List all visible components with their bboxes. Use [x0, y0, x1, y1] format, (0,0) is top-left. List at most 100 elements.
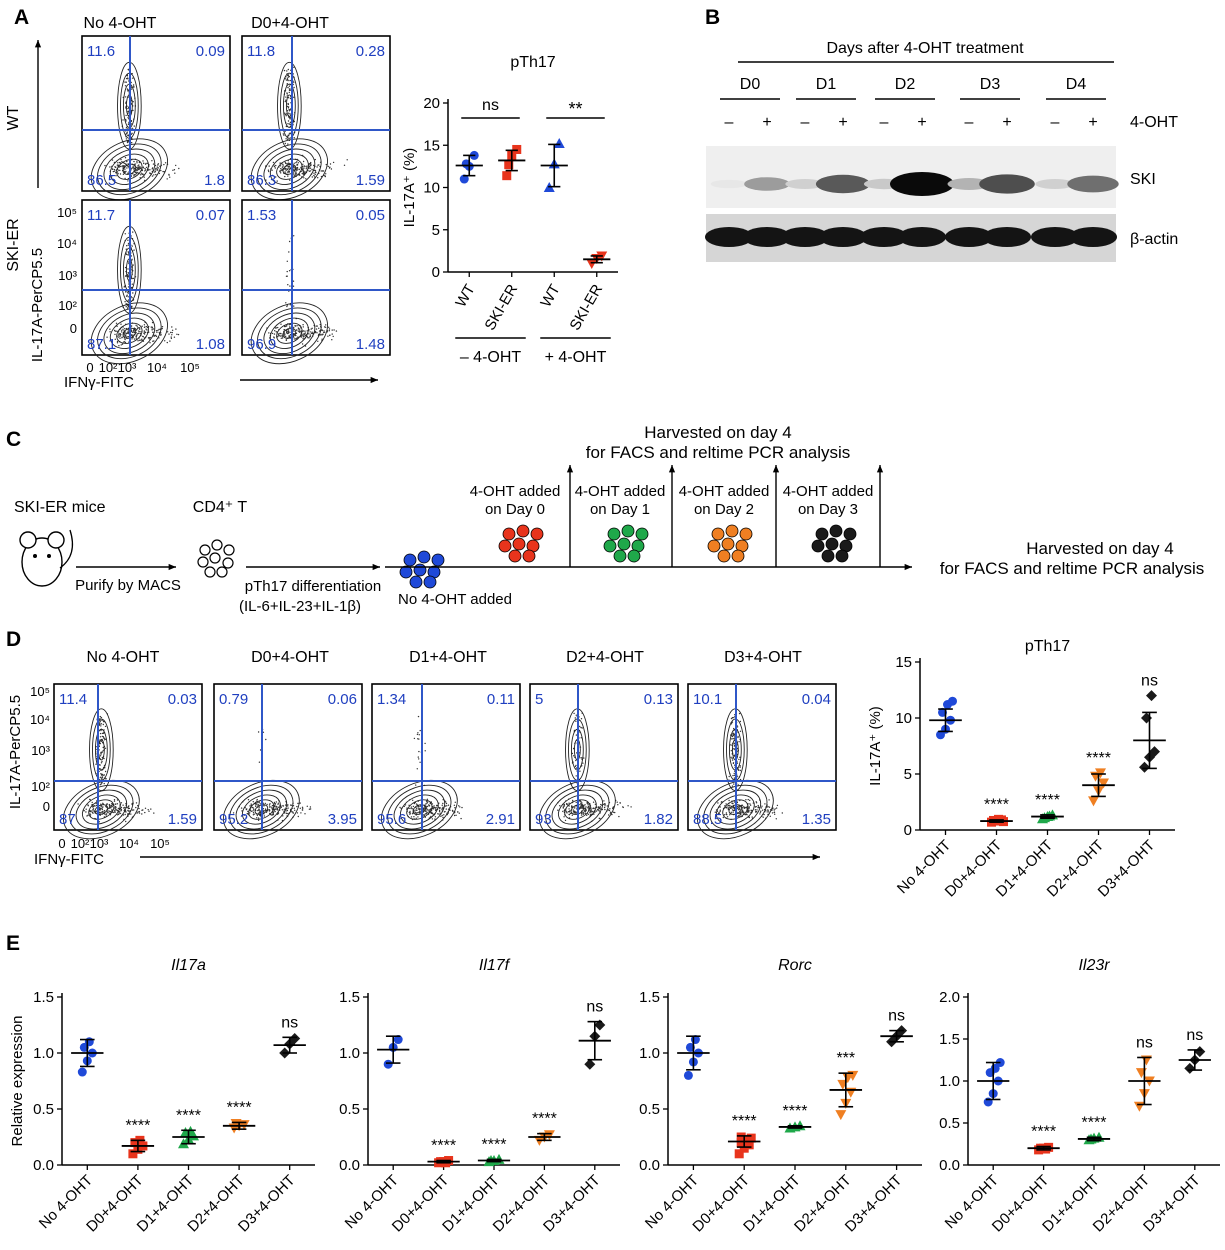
event-dot	[559, 805, 561, 807]
event-dot	[121, 329, 123, 332]
event-dot	[441, 808, 443, 811]
arrow-head	[668, 465, 676, 473]
event-dot	[115, 808, 117, 810]
event-dot	[296, 164, 298, 166]
event-dot	[145, 328, 147, 330]
event-dot	[155, 167, 157, 170]
event-dot	[118, 813, 120, 816]
mouse-tail	[59, 529, 74, 569]
event-dot	[302, 336, 304, 338]
event-dot	[149, 336, 151, 339]
y-tick-label: 10⁵	[57, 205, 77, 220]
event-dot	[453, 814, 456, 817]
contour-line	[387, 784, 452, 835]
event-dot	[256, 803, 258, 805]
event-dot	[719, 809, 721, 811]
data-point	[739, 1143, 749, 1153]
event-dot	[303, 165, 305, 167]
event-dot	[426, 808, 428, 811]
cell-icon-green	[607, 527, 621, 541]
event-dot	[314, 158, 316, 161]
significance-label: ****	[431, 1138, 456, 1155]
event-dot	[295, 171, 297, 173]
event-dot	[117, 334, 119, 336]
event-dot	[111, 805, 113, 808]
event-dot	[727, 804, 730, 807]
event-dot	[168, 173, 170, 176]
event-dot	[99, 807, 101, 809]
quadrant-value-bottom-left: 86.5	[87, 172, 116, 189]
event-dot	[302, 330, 305, 332]
event-dot	[250, 803, 252, 805]
event-dot	[137, 805, 139, 807]
cell-icon-green	[603, 539, 617, 553]
event-dot	[714, 811, 716, 813]
event-dot	[77, 803, 79, 805]
event-dot	[147, 809, 149, 811]
event-dot	[294, 809, 296, 811]
event-dot	[267, 169, 270, 171]
x-tick-label: 0	[58, 836, 65, 851]
event-dot	[739, 720, 742, 723]
event-dot	[151, 321, 154, 324]
event-dot	[161, 326, 164, 328]
mice-label: SKI-ER mice	[14, 499, 106, 516]
cell-icon	[204, 566, 216, 578]
treatment-plus: +	[1088, 114, 1097, 131]
event-dot	[170, 336, 172, 338]
event-dot	[286, 275, 288, 277]
col-label: D3+4-OHT	[724, 649, 802, 666]
event-dot	[408, 811, 411, 814]
ski-band	[1067, 175, 1119, 193]
event-dot	[126, 132, 128, 134]
cell-icon-red	[512, 537, 526, 551]
step-label: 4-OHT added	[575, 483, 666, 500]
event-dot	[130, 813, 132, 815]
quadrant-value-bottom-left: 87.1	[87, 336, 116, 353]
event-dot	[293, 305, 295, 307]
event-dot	[426, 811, 428, 814]
event-dot	[113, 811, 115, 814]
event-dot	[273, 802, 276, 804]
event-dot	[280, 168, 282, 170]
event-dot	[731, 809, 734, 811]
event-dot	[413, 737, 416, 740]
day-label: D3	[980, 76, 1001, 93]
event-dot	[153, 812, 155, 814]
event-dot	[293, 326, 295, 329]
contour-line	[250, 302, 328, 365]
row-label: WT	[5, 105, 22, 130]
event-dot	[93, 810, 95, 812]
step-label: 4-OHT added	[470, 483, 561, 500]
event-dot	[757, 807, 759, 809]
event-dot	[601, 808, 604, 811]
event-dot	[95, 811, 97, 813]
event-dot	[118, 333, 120, 335]
event-dot	[309, 163, 311, 165]
event-dot	[271, 807, 273, 809]
event-dot	[157, 329, 159, 332]
event-dot	[136, 162, 138, 164]
event-dot	[766, 811, 768, 813]
event-dot	[106, 803, 108, 806]
significance-label: ****	[176, 1107, 201, 1124]
quadrant-value-bottom-right: 1.48	[356, 336, 385, 353]
event-dot	[160, 334, 162, 336]
y-axis-label: IL-17A⁺ (%)	[401, 148, 418, 228]
contour-line	[97, 143, 162, 196]
event-dot	[170, 331, 172, 334]
event-dot	[85, 811, 87, 813]
event-dot	[443, 814, 445, 816]
event-dot	[306, 165, 308, 167]
event-dot	[100, 723, 103, 725]
event-dot	[257, 819, 260, 821]
arrow-head	[34, 40, 42, 48]
event-dot	[575, 775, 577, 777]
x-tick-label: 10²	[99, 360, 118, 375]
event-dot	[275, 807, 277, 809]
event-dot	[114, 166, 117, 168]
event-dot	[568, 813, 570, 816]
event-dot	[324, 331, 326, 333]
event-dot	[101, 807, 103, 809]
